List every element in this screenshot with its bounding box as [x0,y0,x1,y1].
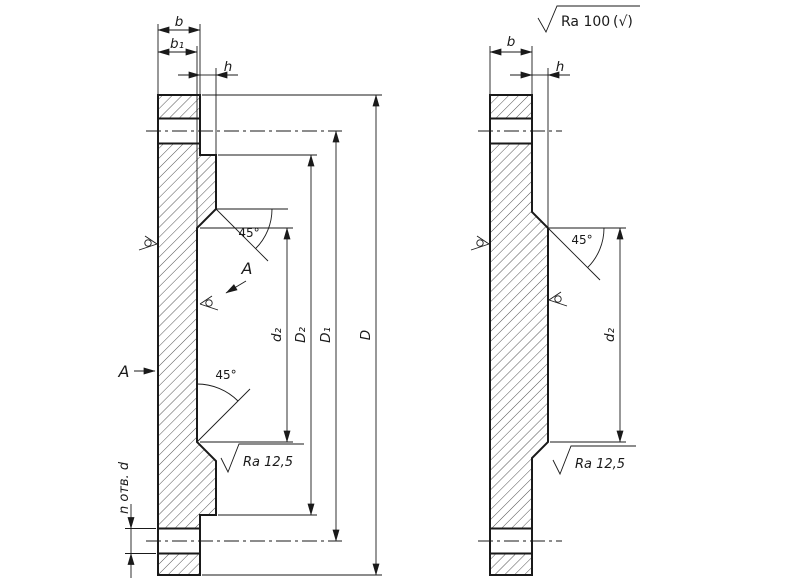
roughness-icon [138,235,158,251]
section-hatch-top [490,95,532,119]
flange-outline [489,94,549,576]
chamfer-angle-top: 45° [571,233,592,247]
section-hatch-body [158,143,216,529]
dim-label-h: h [556,59,565,75]
roughness-icon [548,291,568,307]
chamfer-callout-arc [255,208,273,249]
general-roughness-value: Ra 100 [561,14,610,30]
dim-label-b: b [175,14,184,30]
dim-label-D2: D₂ [293,327,309,343]
dim-label-D: D [358,330,374,340]
chamfer-angle-top: 45° [238,226,259,240]
dim-label-D1: D₁ [318,327,334,343]
roughness-symbol [552,445,636,476]
roughness-symbol [220,443,304,474]
holes-count-label: n отв. d [117,461,132,514]
general-roughness-bracket: (√) [613,14,633,30]
roughness-symbol [537,5,640,34]
surface-a-label-upper: A [241,259,253,278]
surface-a-label-lower: A [118,362,130,381]
dim-label-d2: d₂ [269,327,285,342]
chamfer-callout-line [196,388,251,443]
surface-a-leader-upper [225,280,247,294]
right-view: Ra 12,5 b h d₂ 45° [470,34,636,576]
dim-label-h: h [224,59,233,75]
left-view: Ra 12,5 b b₁ h d₂ D₂ D₁ D 45° 45° A A n … [117,14,382,578]
chamfer-callout-arc [587,227,605,268]
dim-label-b1: b₁ [170,36,184,52]
section-hatch-body [490,143,548,529]
section-hatch-bottom [158,553,200,575]
section-hatch-bottom [490,553,532,575]
roughness-note: Ra 12,5 [575,457,625,472]
roughness-icon [199,295,219,311]
chamfer-callout-line [547,227,601,281]
dim-label-b: b [507,34,516,50]
chamfer-angle-bottom: 45° [215,368,236,382]
chamfer-callout-line [215,208,269,262]
dim-label-d2: d₂ [602,327,618,342]
roughness-icon [470,235,490,251]
general-roughness-note: Ra 100 (√) [537,5,640,34]
roughness-note: Ra 12,5 [243,455,293,470]
section-hatch-top [158,95,200,119]
chamfer-callout-arc [196,383,239,402]
